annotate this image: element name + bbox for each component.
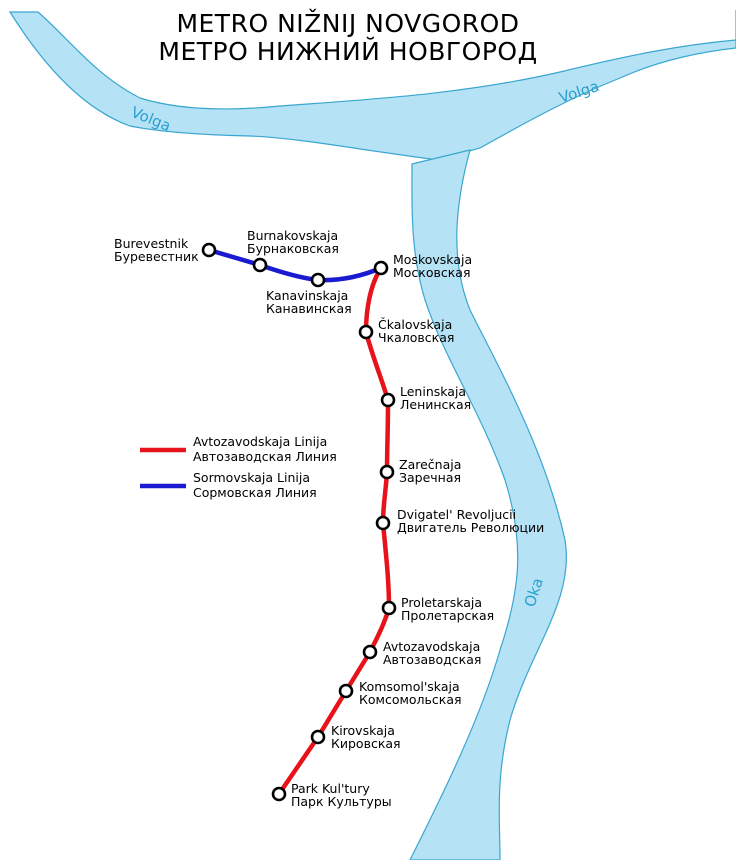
- station-label-cyrillic-park-kul-tury: Парк Культуры: [291, 794, 392, 809]
- station-label-latin-burevestnik: Burevestnik: [114, 236, 189, 251]
- legend-label-avtozavodskaja-cyrillic: Автозаводская Линия: [193, 449, 337, 464]
- station-marker-burevestnik[interactable]: [201, 242, 217, 258]
- station-label-latin-proletarskaja: Proletarskaja: [401, 595, 482, 610]
- station-label-latin-park-kul-tury: Park Kul'tury: [291, 781, 370, 796]
- station-label-cyrillic-avtozavodskaja: Автозаводская: [383, 652, 481, 667]
- station-label-cyrillic-burevestnik: Буревестник: [114, 249, 199, 264]
- station-label-cyrillic-kirovskaja: Кировская: [331, 736, 401, 751]
- station-label-latin-leninskaja: Leninskaja: [400, 384, 466, 399]
- station-marker-proletarskaja[interactable]: [381, 600, 397, 616]
- station-label-latin-komsomol-skaja: Komsomol'skaja: [359, 679, 460, 694]
- volga-river: [8, 10, 736, 161]
- station-label-latin-zare-naja: Zarečnaja: [399, 457, 461, 472]
- station-label-latin-dvigatel-revoljucii: Dvigatel' Revoljucii: [397, 507, 516, 522]
- station-marker-moskovskaja[interactable]: [373, 260, 389, 276]
- station-marker-zare-naja[interactable]: [379, 464, 395, 480]
- station-label-cyrillic-komsomol-skaja: Комсомольская: [359, 692, 462, 707]
- station-label-cyrillic-proletarskaja: Пролетарская: [401, 608, 494, 623]
- legend-label-sormovskaja-latin: Sormovskaja Linija: [193, 470, 310, 485]
- station-marker-kirovskaja[interactable]: [310, 729, 326, 745]
- station-marker-park-kul-tury[interactable]: [271, 786, 287, 802]
- avtozavodskaja-line: [276, 265, 392, 797]
- station-marker-dvigatel-revoljucii[interactable]: [375, 515, 391, 531]
- map-title-cyrillic: МЕТРО НИЖНИЙ НОВГОРОД: [158, 37, 538, 66]
- station-label-cyrillic-zare-naja: Заречная: [399, 470, 461, 485]
- station-label-latin-avtozavodskaja: Avtozavodskaja: [383, 639, 480, 654]
- legend-label-avtozavodskaja-latin: Avtozavodskaja Linija: [193, 434, 327, 449]
- station-label-latin-kirovskaja: Kirovskaja: [331, 723, 395, 738]
- station-label-latin-kalovskaja: Čkalovskaja: [378, 317, 452, 332]
- legend-label-sormovskaja-cyrillic: Сормовская Линия: [193, 485, 317, 500]
- station-marker-avtozavodskaja[interactable]: [362, 644, 378, 660]
- station-marker-komsomol-skaja[interactable]: [338, 683, 354, 699]
- map-title-latin: METRO NIŽNIJ NOVGOROD: [176, 9, 520, 38]
- station-marker-kalovskaja[interactable]: [358, 324, 374, 340]
- oka-river: [409, 149, 567, 860]
- station-label-latin-moskovskaja: Moskovskaja: [393, 252, 472, 267]
- station-label-cyrillic-leninskaja: Ленинская: [400, 397, 471, 412]
- station-label-cyrillic-kalovskaja: Чкаловская: [378, 330, 454, 345]
- station-label-cyrillic-kanavinskaja: Канавинская: [266, 301, 352, 316]
- station-marker-kanavinskaja[interactable]: [310, 272, 326, 288]
- station-label-latin-kanavinskaja: Kanavinskaja: [266, 288, 348, 303]
- station-label-latin-burnakovskaja: Burnakovskaja: [247, 228, 338, 243]
- station-label-cyrillic-dvigatel-revoljucii: Двигатель Революции: [397, 520, 544, 535]
- station-label-cyrillic-moskovskaja: Московская: [393, 265, 470, 280]
- station-label-cyrillic-burnakovskaja: Бурнаковская: [247, 241, 339, 256]
- station-marker-burnakovskaja[interactable]: [252, 257, 268, 273]
- station-marker-leninskaja[interactable]: [380, 392, 396, 408]
